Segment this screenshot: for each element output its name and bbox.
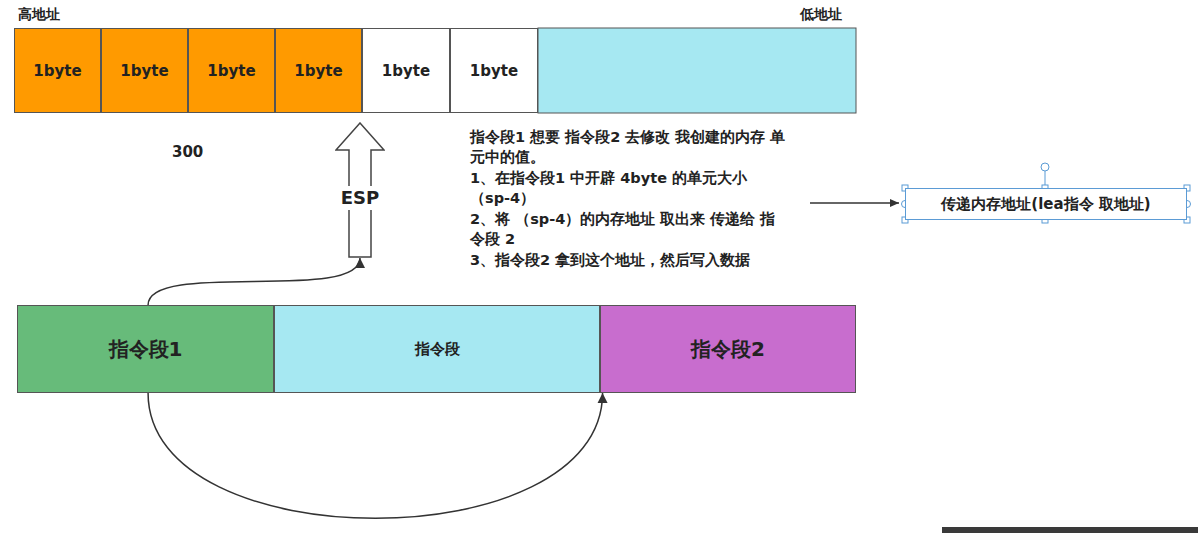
video-thumbnail-edge: [942, 527, 1198, 533]
stack-pointer-arrow: ESP: [335, 122, 385, 258]
node-text: 传递内存地址(lea指令 取地址): [941, 195, 1150, 214]
note-text: 2、将 （sp-4）的内存地址 取出来 传递给 指令段 2: [470, 209, 788, 249]
node-text: 1byte: [382, 62, 430, 80]
code-segment: 指令段2: [600, 305, 856, 393]
code-segment: 指令段1: [17, 305, 274, 393]
memory-cell: 1byte: [14, 28, 101, 113]
node-text: 1byte: [470, 62, 518, 80]
selection-handles: [902, 163, 1191, 223]
note-text: 3、指令段2 拿到这个地址，然后写入数据: [470, 250, 788, 270]
address-label: 高地址: [18, 6, 60, 24]
node-text: 1byte: [207, 62, 255, 80]
memory-cell: 1byte: [362, 28, 450, 113]
curved-connector: [148, 393, 602, 518]
node-text: 1byte: [33, 62, 81, 80]
callout-box: 传递内存地址(lea指令 取地址): [905, 188, 1187, 220]
curved-connector: [148, 258, 360, 305]
code-segment: 指令段: [274, 305, 600, 393]
leader-arrow: [810, 202, 899, 204]
node-text: 指令段: [415, 340, 460, 359]
address-label: 低地址: [800, 6, 842, 24]
value-label: 300: [172, 143, 203, 161]
node-text: 指令段2: [691, 336, 765, 363]
note-block: 指令段1 想要 指令段2 去修改 我创建的内存 单元中的值。1、在指令段1 中开…: [470, 127, 788, 271]
memory-cell: 1byte: [188, 28, 275, 113]
node-text: 1byte: [294, 62, 342, 80]
memory-cell: 1byte: [275, 28, 362, 113]
memory-cell: 1byte: [101, 28, 188, 113]
note-text: 指令段1 想要 指令段2 去修改 我创建的内存 单元中的值。: [470, 127, 788, 167]
node-text: ESP: [339, 186, 381, 210]
memory-cell: 1byte: [450, 28, 538, 113]
node-text: 1byte: [120, 62, 168, 80]
memory-free-region: [538, 28, 856, 113]
note-text: 1、在指令段1 中开辟 4byte 的单元大小 （sp-4）: [470, 168, 788, 208]
node-text: 指令段1: [109, 336, 183, 363]
